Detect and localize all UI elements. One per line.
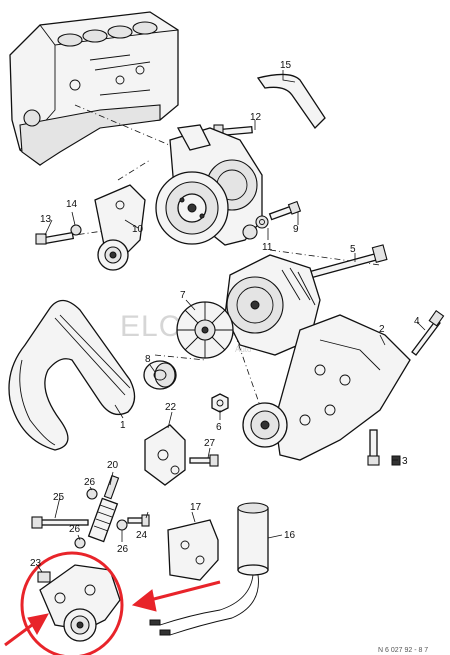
callout-8: 8 — [145, 354, 151, 365]
part-10-tensioner-bracket — [94, 184, 146, 271]
callout-9: 9 — [293, 224, 299, 235]
part-2-bracket — [242, 314, 411, 461]
part-4-stud — [411, 310, 445, 356]
part-8-pulley — [143, 360, 177, 390]
callout-7: 7 — [180, 290, 186, 301]
callout-13: 13 — [40, 214, 52, 225]
part-13-bolt — [35, 231, 75, 245]
part-23-tensioner-assembly — [37, 564, 121, 642]
callout-1: 1 — [120, 420, 126, 431]
callout-4: 4 — [414, 316, 420, 327]
callout-15: 15 — [280, 60, 292, 71]
callout-3: 3 — [402, 456, 408, 467]
part-11-washer — [255, 215, 269, 229]
callout-17: 17 — [190, 502, 202, 513]
callout-11: 11 — [262, 242, 273, 253]
part-6-nut — [211, 393, 229, 413]
watermark-subtext: Auto — [235, 345, 252, 354]
part-16-canister — [149, 502, 269, 636]
part-14-washer — [70, 224, 82, 236]
part-17-bracket — [167, 519, 219, 581]
highlight-arrow-left — [4, 613, 49, 647]
callout-23: 23 — [30, 558, 42, 569]
callout-14: 14 — [66, 199, 78, 210]
part-1-ribbed-belt — [8, 299, 136, 451]
callout-26-right: 26 — [117, 544, 129, 555]
callout-22: 22 — [165, 402, 177, 413]
callout-25: 25 — [53, 492, 65, 503]
callout-16: 16 — [284, 530, 296, 541]
callout-24: 24 — [136, 530, 148, 541]
callout-labels: 15 12 9 11 10 14 13 5 7 8 6 2 4 1 3 22 2… — [30, 60, 420, 569]
part-12-bolt — [213, 124, 253, 137]
part-3-bolt — [367, 429, 401, 466]
part-25-bolt — [31, 516, 89, 529]
callout-12: 12 — [250, 112, 262, 123]
part-22-bracket — [144, 424, 186, 486]
part-27-bolt — [189, 454, 219, 467]
part-24-bolt — [127, 514, 150, 527]
part-20-damper — [87, 474, 120, 543]
leader-lines — [37, 70, 426, 573]
callout-5: 5 — [350, 244, 356, 255]
callout-26-left: 26 — [69, 524, 81, 535]
engine-block — [9, 11, 179, 166]
callout-6: 6 — [216, 422, 222, 433]
drawing-reference-number: N 6 027 92 - 8 7 — [378, 647, 428, 654]
highlight-annotation — [4, 551, 221, 655]
part-9-bolt — [268, 200, 302, 221]
part-7-fan — [176, 301, 234, 359]
highlight-arrow-right — [131, 580, 221, 612]
callout-26-top: 26 — [84, 477, 96, 488]
callout-27: 27 — [204, 438, 216, 449]
callout-10: 10 — [132, 224, 144, 235]
power-steering-pump — [155, 124, 263, 246]
alternator — [224, 254, 321, 356]
highlight-circle — [20, 551, 124, 655]
callout-2: 2 — [379, 324, 385, 335]
part-15-belt-segment — [256, 73, 326, 130]
part-26-washer — [74, 488, 128, 549]
callout-20: 20 — [107, 460, 119, 471]
